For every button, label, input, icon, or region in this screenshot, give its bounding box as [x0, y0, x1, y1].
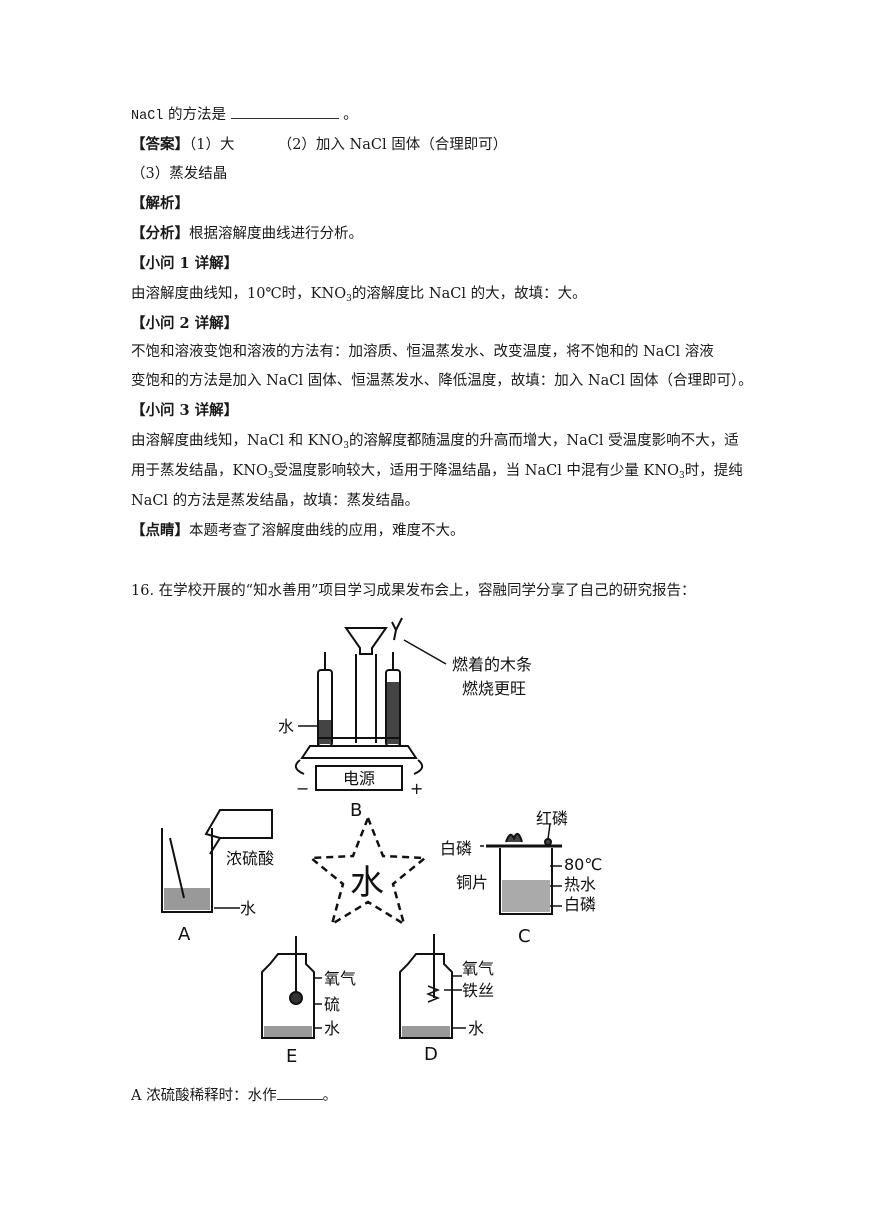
b-power-label: 电源 — [343, 769, 375, 788]
a-label: A — [178, 924, 191, 945]
a-line-end: 。 — [322, 1088, 338, 1104]
b-note-1: 燃着的木条 — [452, 655, 532, 674]
question-line-fill: NaCl 的方法是 。 — [131, 105, 358, 127]
acid-dilution-apparatus — [161, 809, 273, 913]
period: 。 — [343, 107, 358, 123]
analysis-bracket: 【分析】 — [131, 225, 189, 242]
q3-l1-a: 由溶解度曲线知，NaCl 和 KNO — [131, 433, 344, 449]
q3-l1-sub: 3 — [343, 441, 349, 451]
a-acid-label: 浓硫酸 — [226, 849, 274, 868]
method-text: 的方法是 — [168, 107, 227, 123]
e-label: E — [286, 1046, 297, 1067]
q1-text: 由溶解度曲线知，10℃时，KNO3的溶解度比 NaCl 的大，故填：大。 — [131, 284, 587, 304]
a-answer-blank[interactable] — [276, 1087, 323, 1100]
d-label: D — [424, 1044, 438, 1065]
q1-sub: 3 — [346, 294, 352, 304]
e-oxygen-label: 氧气 — [324, 969, 356, 988]
c-temp-label: 80℃ — [564, 855, 602, 874]
a-line-text: A 浓硫酸稀释时：水作 — [131, 1088, 277, 1104]
q2-heading: 【小问 2 详解】 — [131, 315, 239, 332]
c-label: C — [518, 926, 531, 947]
answer-2: （2）加入 NaCl 固体（合理即可） — [277, 137, 508, 153]
nacl-text: NaCl — [131, 109, 164, 124]
c-red-phosphorus-label: 红磷 — [536, 809, 568, 828]
experiment-figure: 水 电源 − + 燃着的木条 燃烧更旺 B 水 浓硫酸 水 A 白磷 红磷 80… — [161, 617, 602, 1067]
q1-text-b: 的溶解度比 NaCl 的大，故填：大。 — [351, 286, 587, 302]
q3-l2-c: 时，提纯 — [684, 463, 743, 479]
q2-line-1: 不饱和溶液变饱和溶液的方法有：加溶质、恒温蒸发水、改变温度，将不饱和的 NaCl… — [131, 344, 714, 360]
b-label: B — [350, 800, 362, 821]
q3-line-1: 由溶解度曲线知，NaCl 和 KNO3的溶解度都随温度的升高而增大，NaCl 受… — [131, 431, 739, 451]
star-shape — [307, 814, 429, 927]
d-water-label: 水 — [468, 1019, 484, 1038]
electrolysis-apparatus — [294, 617, 447, 791]
answer-blank[interactable] — [230, 106, 339, 119]
center-water-label: 水 — [350, 863, 384, 903]
q3-line-2: 用于蒸发结晶，KNO3受温度影响较大，适用于降温结晶，当 NaCl 中混有少量 … — [131, 461, 743, 481]
b-note-2: 燃烧更旺 — [462, 679, 526, 698]
jiexi-heading: 【解析】 — [131, 195, 189, 212]
b-minus-label: − — [296, 779, 309, 798]
e-water-label: 水 — [324, 1019, 340, 1038]
q3-l1-b: 的溶解度都随温度的升高而增大，NaCl 受温度影响不大，适 — [348, 433, 739, 449]
analysis-text: 根据溶解度曲线进行分析。 — [189, 226, 363, 242]
q2-line-2: 变饱和的方法是加入 NaCl 固体、恒温蒸发水、降低温度，故填：加入 NaCl … — [131, 373, 753, 389]
q1-heading: 【小问 1 详解】 — [131, 255, 239, 272]
b-plus-label: + — [410, 779, 423, 798]
a-water-label: 水 — [240, 899, 256, 918]
answer-line: 【答案】（1）大 （2）加入 NaCl 固体（合理即可） — [131, 135, 507, 155]
question-16: 16. 在学校开展的“知水善用”项目学习成果发布会上，容融同学分享了自己的研究报… — [131, 583, 696, 599]
comment-text: 本题考查了溶解度曲线的应用，难度不大。 — [189, 523, 465, 539]
q1-text-a: 由溶解度曲线知，10℃时，KNO — [131, 286, 347, 302]
d-oxygen-label: 氧气 — [462, 959, 494, 978]
answer-bracket: 【答案】 — [131, 136, 189, 153]
b-water-label: 水 — [278, 717, 294, 736]
q3-heading: 【小问 3 详解】 — [131, 402, 239, 419]
phosphorus-apparatus — [480, 823, 562, 915]
comment-line: 【点睛】本题考查了溶解度曲线的应用，难度不大。 — [131, 521, 465, 541]
comment-bracket: 【点睛】 — [131, 522, 189, 539]
q3-l2-sub: 3 — [267, 471, 274, 481]
question-a-line: A 浓硫酸稀释时：水作 。 — [131, 1086, 337, 1106]
q3-l2-b: 受温度影响较大，适用于降温结晶，当 NaCl 中混有少量 KNO — [273, 463, 679, 479]
answer-1: （1）大 — [189, 137, 235, 153]
c-hot-water-label: 热水 — [564, 875, 596, 894]
analysis-line: 【分析】根据溶解度曲线进行分析。 — [131, 224, 363, 244]
c-copper-label: 铜片 — [456, 873, 488, 892]
answer-3: （3）蒸发结晶 — [131, 166, 228, 182]
c-white-phosphorus-2-label: 白磷 — [564, 895, 596, 914]
q3-l2-a: 用于蒸发结晶，KNO — [131, 463, 268, 479]
iron-wire-apparatus — [399, 934, 466, 1039]
q3-l2-sub2: 3 — [678, 471, 685, 481]
d-iron-label: 铁丝 — [462, 981, 494, 1000]
q3-line-3: NaCl 的方法是蒸发结晶，故填：蒸发结晶。 — [131, 493, 420, 509]
c-white-phosphorus-label: 白磷 — [440, 839, 472, 858]
sulfur-apparatus — [261, 936, 322, 1039]
e-sulfur-label: 硫 — [324, 995, 340, 1014]
